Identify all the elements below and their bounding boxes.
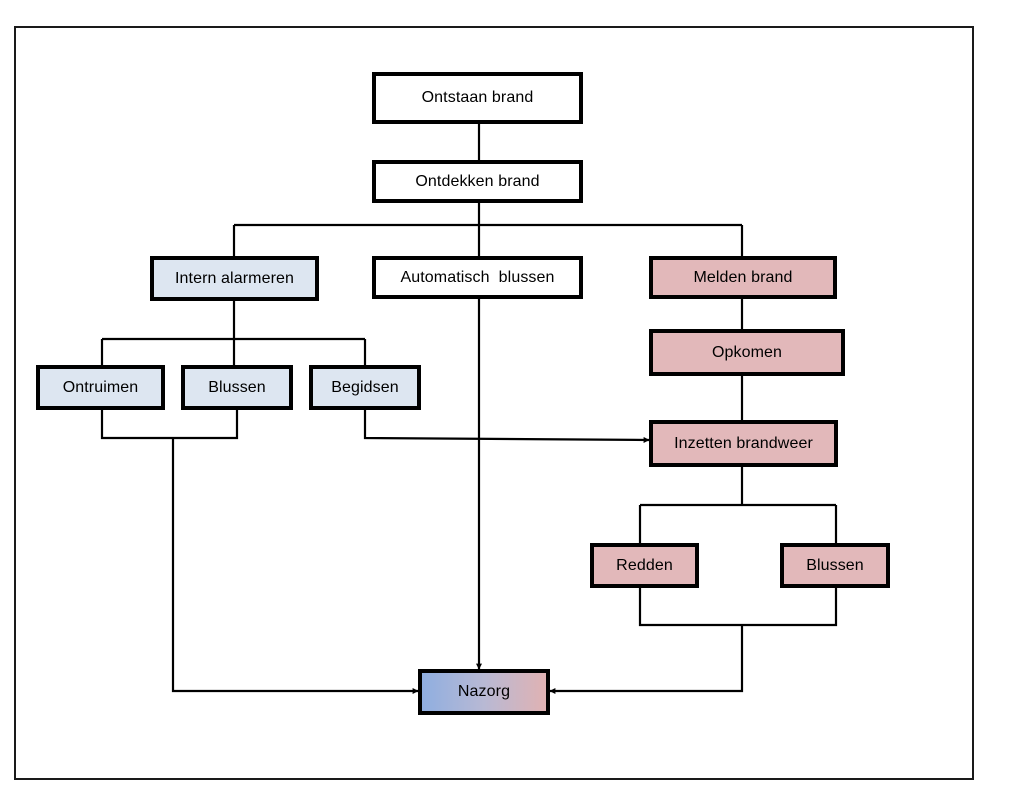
node-blussen-intern: Blussen [181, 365, 293, 410]
node-automatisch-blussen: Automatisch blussen [372, 256, 583, 299]
diagram-frame [14, 26, 974, 780]
line-join-redden-blussen [638, 588, 838, 627]
node-redden: Redden [590, 543, 699, 588]
node-nazorg: Nazorg [418, 669, 550, 715]
line-begidsen-to-inzetten [363, 410, 650, 443]
node-ontdekken-brand: Ontdekken brand [372, 160, 583, 203]
line-join-ontruimen-blussen [100, 410, 239, 440]
node-opkomen: Opkomen [649, 329, 845, 376]
node-inzetten-brandweer: Inzetten brandweer [649, 420, 838, 467]
line-left-to-nazorg [171, 438, 419, 694]
node-intern-alarmeren: Intern alarmeren [150, 256, 319, 301]
node-blussen-brandweer: Blussen [780, 543, 890, 588]
line-right-to-nazorg [549, 625, 744, 694]
node-begidsen: Begidsen [309, 365, 421, 410]
node-ontruimen: Ontruimen [36, 365, 165, 410]
node-melden-brand: Melden brand [649, 256, 837, 299]
node-ontstaan-brand: Ontstaan brand [372, 72, 583, 124]
